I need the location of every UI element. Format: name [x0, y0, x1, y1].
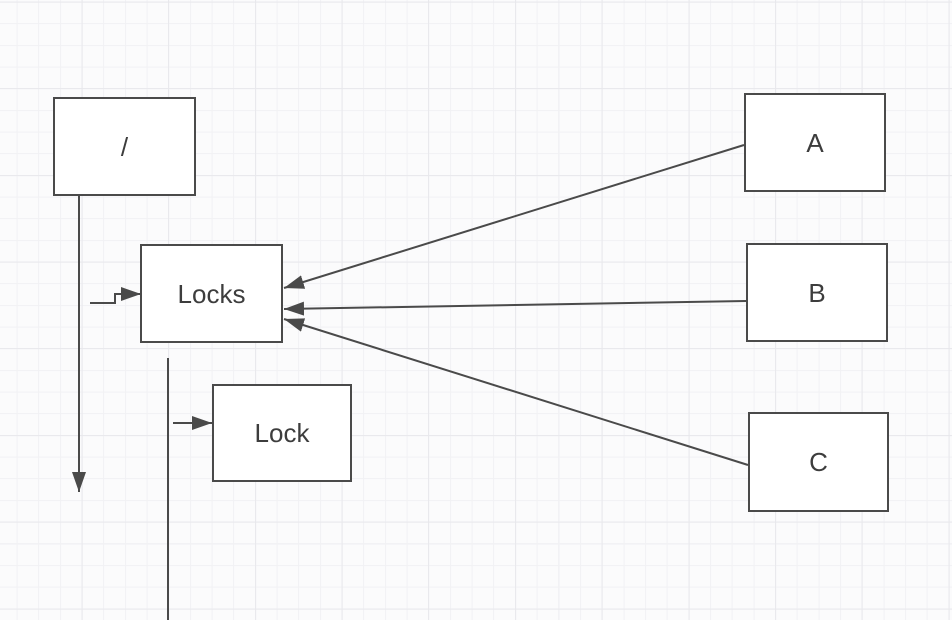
- node-lock-label: Lock: [254, 418, 310, 448]
- node-b-label: B: [808, 277, 826, 308]
- node-b[interactable]: B: [746, 243, 888, 342]
- edge-stub-into-locks[interactable]: [90, 287, 141, 304]
- node-lock[interactable]: Lock: [212, 384, 352, 482]
- node-locks[interactable]: Locks: [140, 244, 283, 343]
- edge-c-to-locks[interactable]: [283, 318, 749, 466]
- node-c-label: C: [809, 447, 828, 477]
- edge-b-to-locks[interactable]: [283, 300, 747, 316]
- node-root[interactable]: /: [53, 97, 196, 196]
- node-locks-label: Locks: [177, 278, 246, 309]
- node-a[interactable]: A: [744, 93, 886, 192]
- node-c[interactable]: C: [748, 412, 889, 512]
- node-root-label: /: [120, 131, 129, 162]
- node-a-label: A: [806, 127, 824, 158]
- edge-a-to-locks[interactable]: [283, 144, 745, 289]
